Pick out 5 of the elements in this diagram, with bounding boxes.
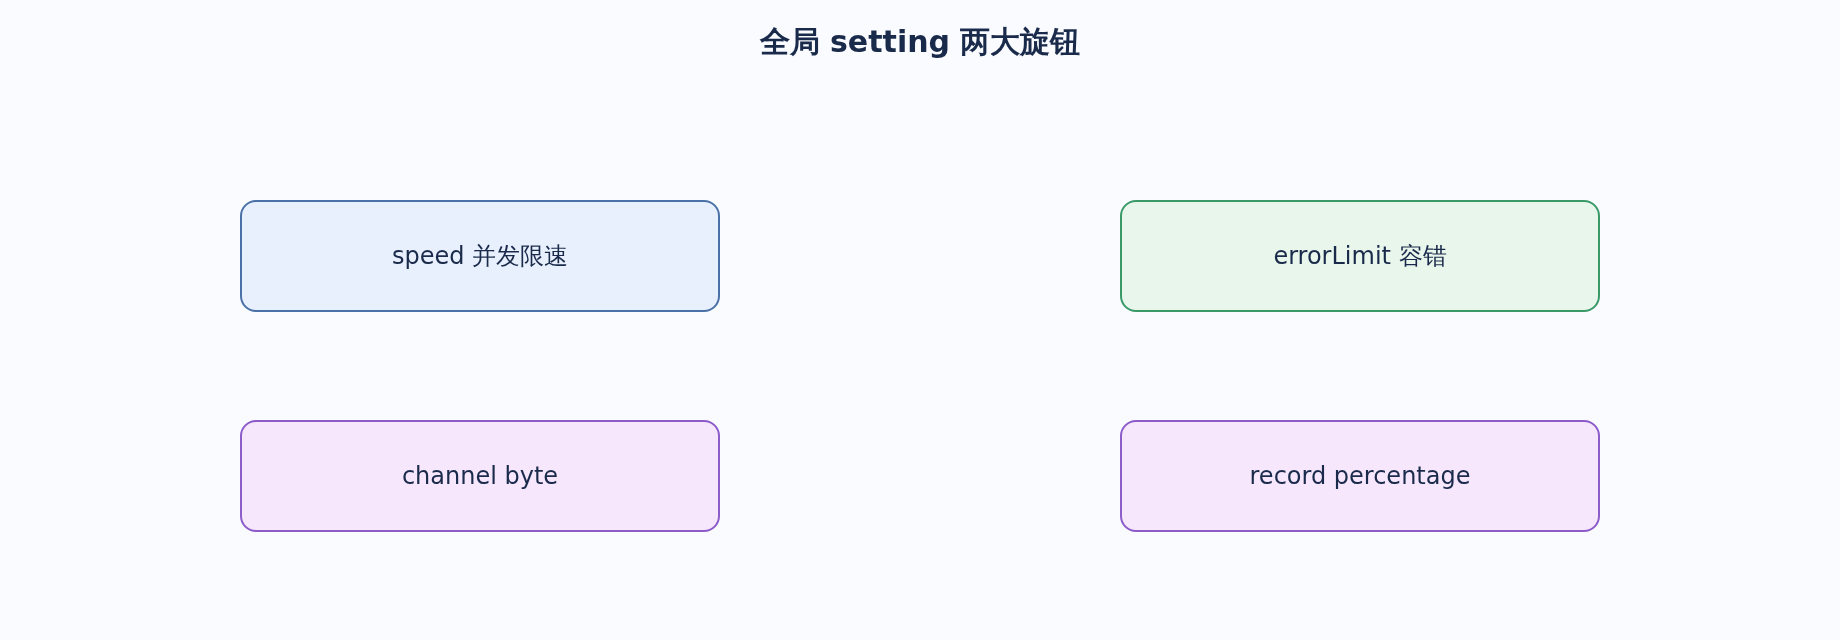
process-box: channel byte (240, 420, 720, 532)
diagram-title: 全局 setting 两大旋钮 (759, 23, 1081, 61)
process-box: record percentage (1120, 420, 1600, 532)
process-box: errorLimit 容错 (1120, 200, 1600, 312)
process-box: speed 并发限速 (240, 200, 720, 312)
